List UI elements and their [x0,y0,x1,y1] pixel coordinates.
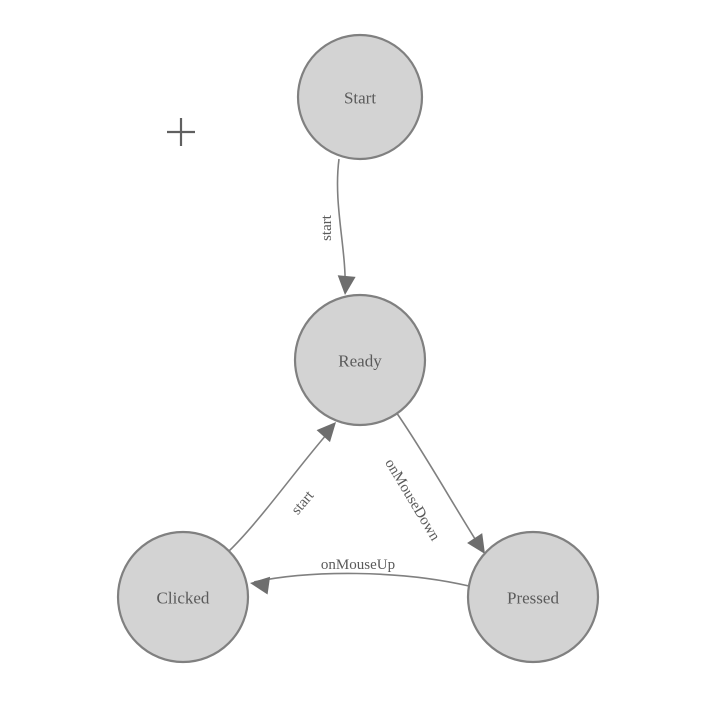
node-label-start: Start [344,89,376,108]
edge-start-to-ready: start [319,158,356,295]
node-circle-clicked[interactable] [116,530,250,664]
edge-label-clicked-to-ready: start [289,487,318,518]
edge-clicked-to-ready: start [228,422,336,552]
edge-line-pressed-to-clicked [253,572,470,587]
node-label-pressed: Pressed [507,589,559,608]
edge-label-pressed-to-clicked: onMouseUp [321,557,395,573]
arrowhead-pressed-to-clicked [250,576,271,595]
node-circle-ready[interactable] [293,293,427,427]
node-label-clicked: Clicked [157,589,210,608]
node-ready[interactable]: Ready [293,293,427,427]
crosshair-marker[interactable] [167,118,195,146]
node-start[interactable]: Start [296,33,424,161]
edge-line-ready-to-pressed [395,411,483,551]
node-label-ready: Ready [338,352,382,371]
arrowhead-ready-to-pressed [467,533,485,554]
edge-line-start-to-ready [336,158,346,293]
node-circle-start[interactable] [296,33,424,161]
edge-line-clicked-to-ready [228,425,335,552]
node-circle-pressed[interactable] [466,530,600,664]
node-clicked[interactable]: Clicked [116,530,250,664]
node-pressed[interactable]: Pressed [466,530,600,664]
arrowhead-start-to-ready [337,275,356,295]
edge-ready-to-pressed: onMouseDown [381,411,485,554]
markers-layer [167,118,195,146]
edge-label-start-to-ready: start [319,214,335,241]
arrowhead-clicked-to-ready [316,422,336,443]
edge-pressed-to-clicked: onMouseUp [250,557,470,595]
